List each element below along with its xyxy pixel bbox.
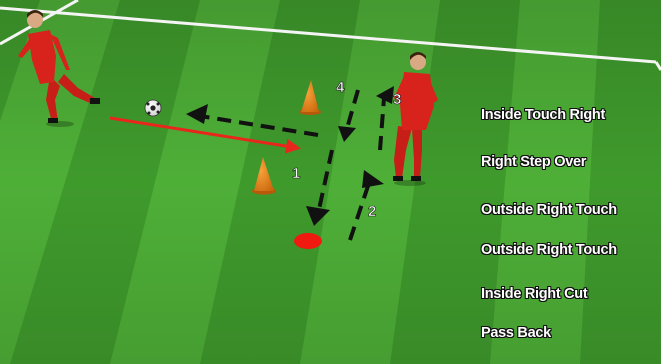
path-number-1: 1 xyxy=(292,165,300,182)
player-receiver xyxy=(393,52,438,186)
arrowhead-2 xyxy=(362,170,384,188)
path-number-2: 2 xyxy=(368,203,376,220)
marker-disc xyxy=(294,233,322,249)
run-arrow-1 xyxy=(316,149,334,215)
pass-arrow xyxy=(109,116,301,154)
arrowhead-3 xyxy=(376,86,394,104)
step-label-5: Inside Right Cut xyxy=(481,286,588,302)
run-arrow-back xyxy=(199,114,319,137)
arrowhead-1 xyxy=(306,206,330,226)
cone xyxy=(252,157,276,195)
step-label-3: Outside Right Touch xyxy=(481,202,617,218)
step-label-1: Inside Touch Right xyxy=(481,107,606,123)
run-arrow-2 xyxy=(348,179,372,241)
step-label-4: Outside Right Touch xyxy=(481,242,617,258)
step-label-6: Pass Back xyxy=(481,325,551,341)
cone xyxy=(299,80,321,115)
arrowhead-back xyxy=(186,104,208,124)
path-number-3: 3 xyxy=(393,91,401,108)
dribble-arrowheads xyxy=(186,86,394,226)
player-passer xyxy=(18,10,100,127)
run-arrow-3 xyxy=(378,97,386,151)
dribble-paths xyxy=(199,89,386,241)
soccer-ball xyxy=(144,99,162,117)
run-arrow-4 xyxy=(344,89,360,133)
path-number-4: 4 xyxy=(336,79,345,96)
arrowhead-4 xyxy=(338,126,356,142)
step-label-2: Right Step Over xyxy=(481,154,587,170)
